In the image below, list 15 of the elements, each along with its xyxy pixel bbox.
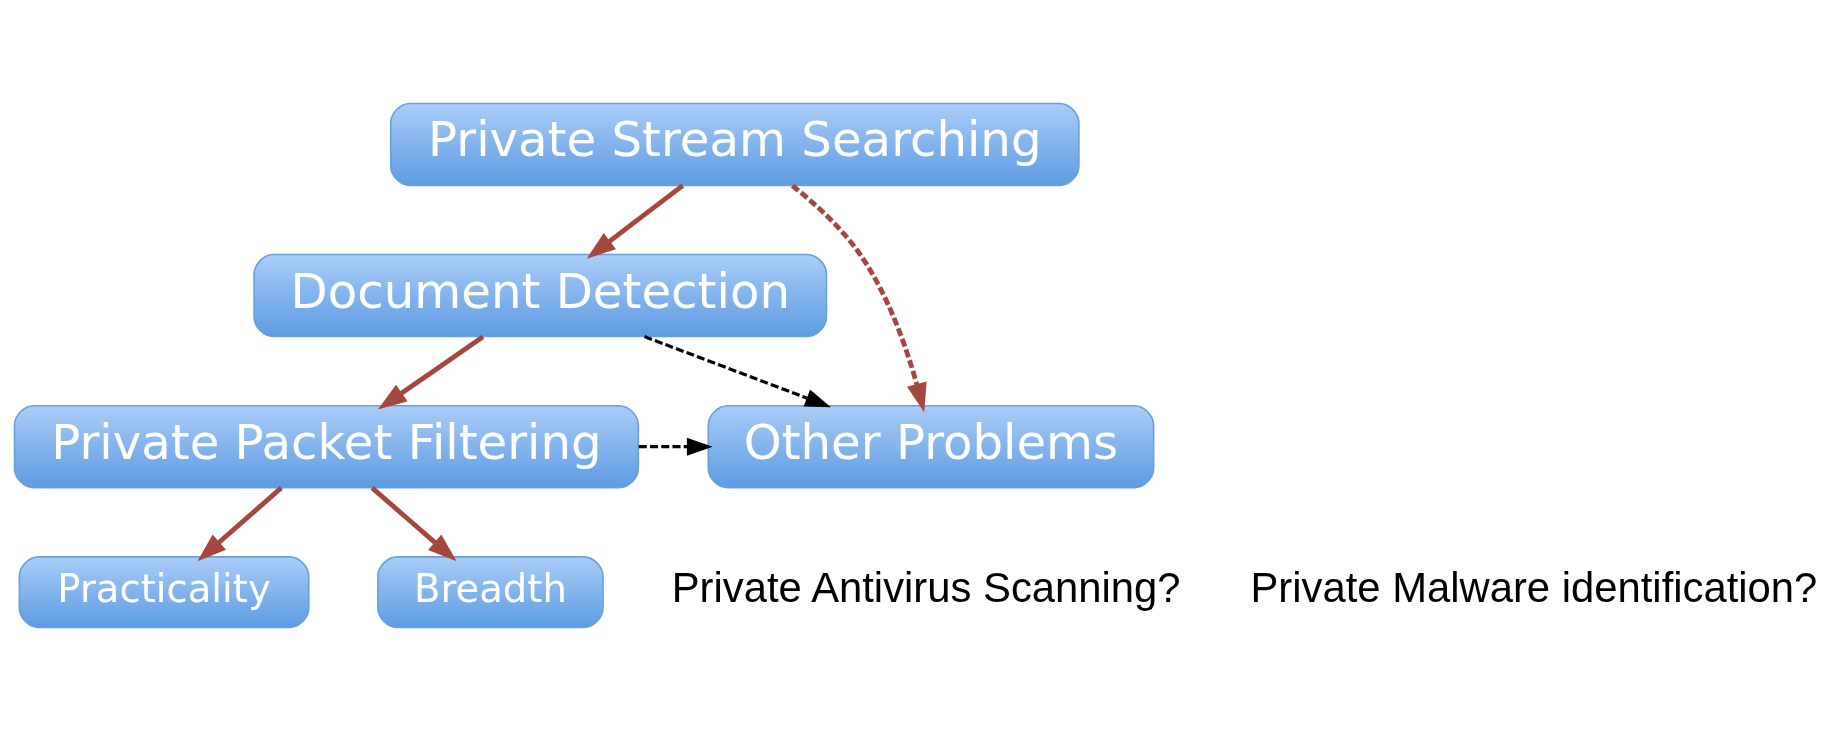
node-box: Document Detection: [253, 253, 828, 337]
arrow: [638, 437, 713, 456]
arrow: [643, 334, 831, 407]
arrow: [790, 183, 927, 412]
node-box: Other Problems: [707, 404, 1155, 488]
arrow: [370, 485, 457, 561]
node-box: Private Stream Searching: [389, 102, 1080, 186]
node-box: Breadth: [377, 555, 604, 628]
arrow: [377, 334, 485, 409]
label: Private Antivirus Scanning?: [671, 563, 1181, 611]
arrow: [197, 485, 283, 561]
arrow: [586, 183, 685, 259]
node-box: Private Packet Filtering: [13, 404, 640, 488]
node-box: Practicality: [18, 555, 310, 628]
label: Private Malware identification?: [1250, 563, 1818, 611]
